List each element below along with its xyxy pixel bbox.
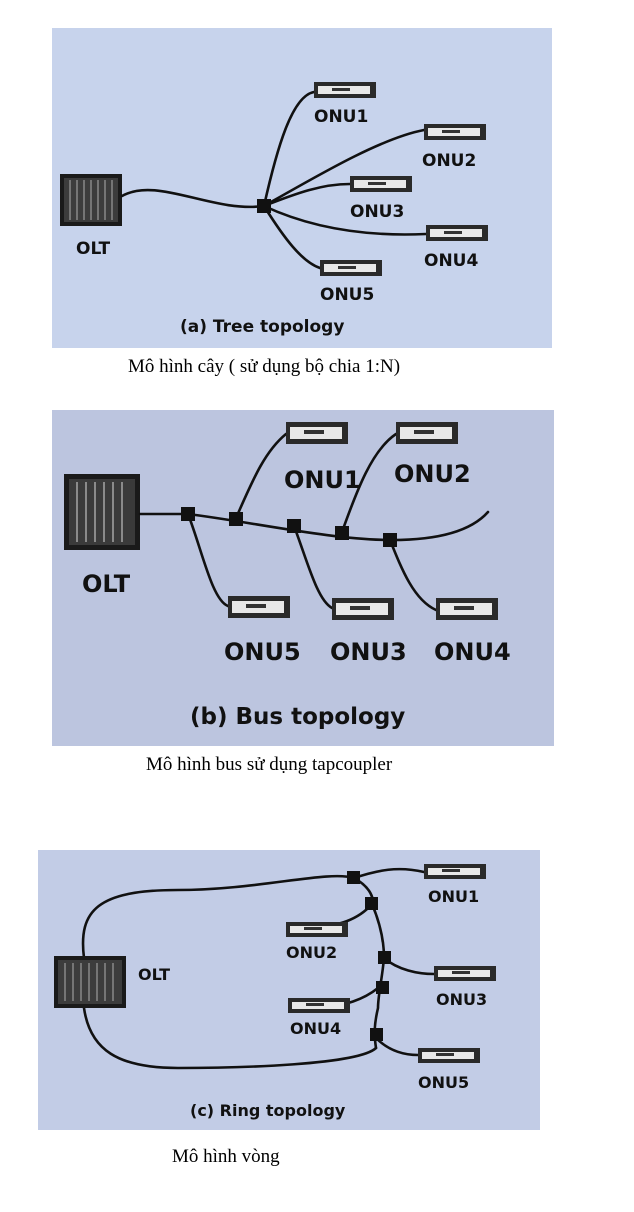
ring-onu4-icon [288, 998, 350, 1013]
tree-onu3-label: ONU3 [350, 202, 404, 222]
tree-caption: Mô hình cây ( sử dụng bộ chia 1:N) [128, 356, 401, 377]
ring-topology-title: (c) Ring topology [190, 1101, 346, 1120]
bus-onu4-icon [436, 598, 498, 620]
tree-topology-title: (a) Tree topology [180, 317, 344, 337]
bus-onu1-label: ONU1 [284, 466, 361, 494]
ring-onu5-icon [418, 1048, 480, 1063]
bus-onu1-icon [286, 422, 348, 444]
bus-onu4-label: ONU4 [434, 638, 511, 666]
bus-onu2-label: ONU2 [394, 460, 471, 488]
tree-onu1-label: ONU1 [314, 107, 368, 127]
ring-onu1-label: ONU1 [428, 887, 479, 906]
bus-onu3-icon [332, 598, 394, 620]
ring-couplers [347, 871, 391, 1041]
ring-olt-icon [54, 956, 126, 1008]
tree-onu5-label: ONU5 [320, 285, 374, 305]
ring-onu2-icon [286, 922, 348, 937]
ring-onu3-label: ONU3 [436, 990, 487, 1009]
ring-olt-label: OLT [138, 965, 170, 984]
tree-olt-label: OLT [76, 239, 110, 259]
tree-onu4-label: ONU4 [424, 251, 478, 271]
tree-fiber-lines [120, 90, 428, 270]
ring-topology-panel: OLT ONU1 ONU2 ONU3 ONU4 ONU5 (c) Ring to… [38, 850, 540, 1130]
tree-onu3-icon [350, 176, 412, 192]
ring-onu1-icon [424, 864, 486, 879]
tree-onu1-icon [314, 82, 376, 98]
bus-onu5-icon [228, 596, 290, 618]
bus-onu5-label: ONU5 [224, 638, 301, 666]
ring-onu4-label: ONU4 [290, 1019, 341, 1038]
bus-onu3-label: ONU3 [330, 638, 407, 666]
tree-splitter [257, 199, 271, 213]
tree-onu2-icon [424, 124, 486, 140]
tree-onu2-label: ONU2 [422, 151, 476, 171]
ring-onu2-label: ONU2 [286, 943, 337, 962]
tree-onu5-icon [320, 260, 382, 276]
tree-panel-background [52, 28, 552, 348]
ring-caption: Mô hình vòng [172, 1146, 280, 1167]
bus-onu2-icon [396, 422, 458, 444]
bus-caption: Mô hình bus sử dụng tapcoupler [146, 754, 393, 775]
tree-topology-panel: OLT ONU1 ONU2 ONU3 [52, 28, 552, 348]
bus-topology-panel: OLT ONU1 ONU2 [52, 410, 554, 746]
bus-olt-icon [64, 474, 140, 550]
ring-onu5-label: ONU5 [418, 1073, 469, 1092]
tree-olt-icon [60, 174, 122, 226]
ring-onu3-icon [434, 966, 496, 981]
bus-tap-couplers [181, 507, 397, 547]
tree-onu4-icon [426, 225, 488, 241]
bus-olt-label: OLT [82, 570, 131, 598]
bus-topology-title: (b) Bus topology [190, 704, 405, 730]
bus-panel-background [52, 410, 554, 746]
